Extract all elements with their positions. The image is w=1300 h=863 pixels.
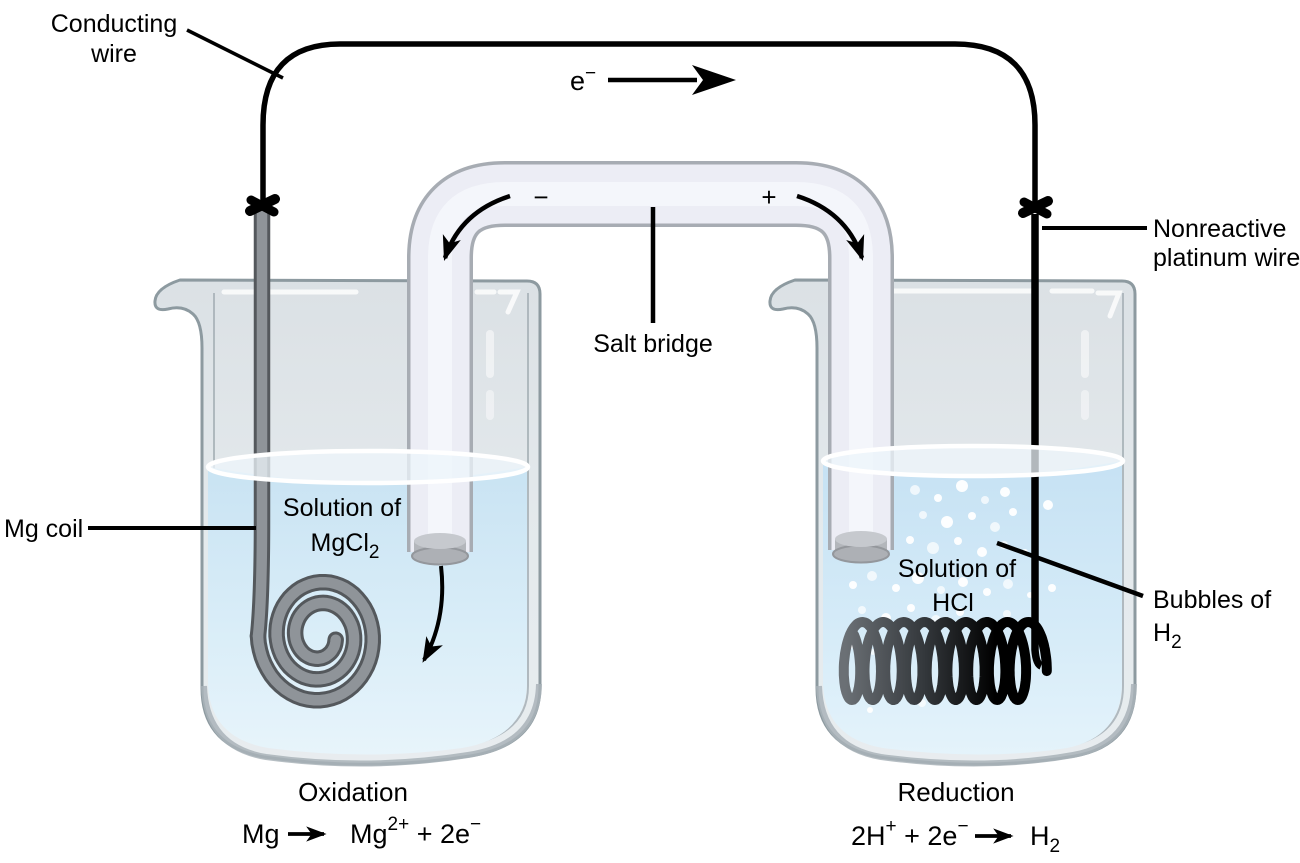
left-wire-knot	[245, 194, 280, 217]
h2-bubble	[907, 604, 915, 612]
electron-label: e−	[570, 63, 596, 96]
salt-bridge-tube	[407, 161, 894, 566]
h2-bubble	[1003, 610, 1011, 618]
right-beaker-gloss	[837, 288, 1123, 420]
salt-bridge-right-plug	[832, 531, 890, 564]
mg-electrode	[249, 203, 381, 709]
mg-strip	[252, 206, 268, 642]
oxidation-equation: Mg Mg2+ + 2e−	[242, 814, 481, 849]
left-beaker-gloss	[221, 289, 521, 420]
right-beaker-base-band	[816, 683, 1137, 767]
salt-bridge-minus-sign: −	[533, 182, 548, 212]
h2-bubble	[858, 606, 866, 614]
salt-bridge-plus-sign: +	[761, 182, 776, 212]
right-solution-label-line1: Solution of	[898, 555, 1016, 583]
h2-bubble	[1003, 579, 1013, 589]
h2-bubble	[958, 577, 968, 587]
bubbles-pointer	[996, 540, 1144, 599]
ion-release-arrow	[422, 565, 445, 663]
platinum-wire-label-line2: platinum wire	[1153, 244, 1300, 272]
reduction-title: Reduction	[897, 777, 1014, 807]
h2-bubble	[1048, 584, 1056, 592]
h2-bubble	[968, 512, 976, 520]
conducting-wire	[245, 41, 1053, 219]
h2-bubble	[956, 608, 964, 616]
ion-flow-arrow-left	[442, 193, 511, 261]
h2-bubble	[867, 571, 877, 581]
h2-bubble	[919, 511, 927, 519]
reduction-equation: 2H+ + 2e− H2	[851, 816, 1060, 857]
oxidation-lhs: Mg	[242, 819, 280, 849]
left-water-surface	[205, 448, 531, 486]
h2-bubble	[934, 494, 942, 502]
h2-bubble	[892, 584, 900, 592]
h2-bubble	[912, 572, 924, 584]
electron-flow-arrow	[608, 65, 736, 95]
platinum-wire	[1031, 214, 1043, 670]
h2-bubble	[906, 536, 914, 544]
h2-bubble	[983, 588, 991, 596]
oxidation-title: Oxidation	[298, 777, 408, 807]
h2-bubble	[849, 581, 857, 589]
left-beaker-base-band	[201, 683, 542, 767]
right-solution-label-line2: HCl	[932, 589, 974, 617]
ion-flow-arrow-right	[796, 193, 865, 261]
h2-bubble	[954, 537, 962, 545]
platinum-wire-label-line1: Nonreactive	[1153, 215, 1286, 243]
h2-bubble	[977, 547, 987, 557]
left-solution-formula: MgCl2	[311, 529, 380, 563]
h2-bubble	[981, 496, 989, 504]
reduction-rhs: H2	[1030, 821, 1060, 857]
right-water-surface	[820, 443, 1126, 479]
h2-bubble	[867, 707, 873, 713]
right-wire-knot	[1018, 196, 1053, 219]
h2-bubble	[937, 586, 945, 594]
bubbles-label-formula: H2	[1153, 619, 1182, 653]
conducting-wire-pointer	[186, 28, 284, 80]
platinum-coil	[838, 616, 1052, 706]
h2-bubble	[1043, 500, 1053, 510]
h2-bubble	[941, 516, 953, 528]
conducting-wire-label-line2: wire	[90, 40, 137, 68]
salt-bridge-left-plug	[411, 533, 469, 566]
h2-bubble	[990, 522, 1000, 532]
left-solution-label-line1: Solution of	[283, 494, 401, 522]
mg-coil-label: Mg coil	[4, 515, 83, 543]
oxidation-rhs: Mg2+ + 2e−	[350, 814, 481, 849]
h2-bubble	[927, 542, 939, 554]
conducting-wire-label-line1: Conducting	[51, 10, 177, 38]
salt-bridge-label: Salt bridge	[593, 330, 713, 358]
h2-bubble	[1000, 487, 1010, 497]
h2-bubble	[956, 480, 968, 492]
reduction-lhs: 2H+ + 2e−	[851, 816, 969, 851]
h2-bubble	[910, 485, 920, 495]
bubbles-label-line1: Bubbles of	[1153, 586, 1271, 614]
h2-bubble	[1009, 508, 1017, 516]
platinum-electrode	[838, 214, 1052, 706]
